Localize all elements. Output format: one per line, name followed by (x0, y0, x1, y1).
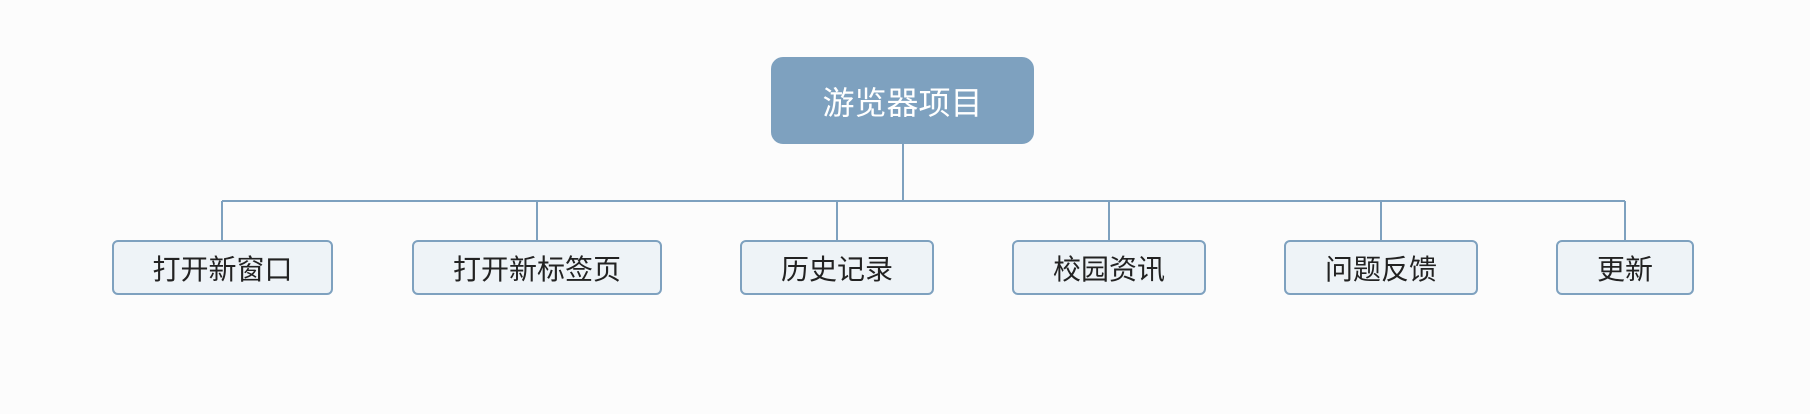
child-node-update: 更新 (1556, 240, 1694, 295)
root-node: 游览器项目 (771, 57, 1034, 144)
child-node-open-new-window: 打开新窗口 (112, 240, 333, 295)
child-node-campus-news: 校园资讯 (1012, 240, 1206, 295)
child-node-history: 历史记录 (740, 240, 934, 295)
child-node-open-new-tab: 打开新标签页 (412, 240, 662, 295)
child-node-feedback: 问题反馈 (1284, 240, 1478, 295)
